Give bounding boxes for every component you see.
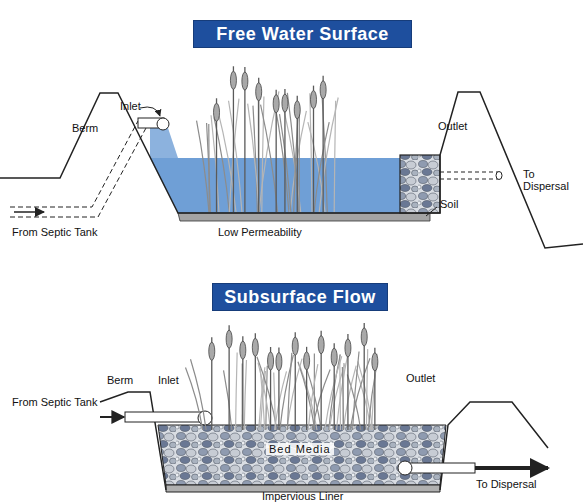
layer-label: Low Permeability bbox=[218, 226, 302, 238]
inflow-water bbox=[150, 128, 178, 158]
cattail-head bbox=[276, 353, 282, 371]
bed-media bbox=[158, 425, 446, 485]
cattail-plants bbox=[197, 66, 339, 212]
media-label: Bed Media bbox=[266, 443, 334, 455]
grass-leaf bbox=[208, 124, 210, 212]
inflow-arrow bbox=[100, 416, 124, 418]
inlet-pipe bbox=[10, 121, 138, 207]
cattail-head bbox=[311, 91, 317, 109]
cattail-head bbox=[372, 353, 378, 371]
cattail-head bbox=[304, 352, 310, 370]
grass-leaf bbox=[257, 357, 277, 430]
top-basin bbox=[0, 66, 583, 248]
berm-label: Berm bbox=[107, 374, 133, 386]
grass-leaf bbox=[261, 105, 278, 212]
grass-leaf bbox=[244, 360, 246, 430]
inlet-label: Inlet bbox=[158, 374, 179, 386]
inlet-pointer bbox=[140, 107, 160, 116]
grass-leaf bbox=[211, 115, 219, 212]
berm-label: Berm bbox=[72, 122, 98, 134]
grass-leaf bbox=[236, 353, 238, 430]
outlet-tee bbox=[398, 461, 412, 475]
grass-leaf bbox=[306, 366, 322, 430]
cattail-head bbox=[240, 341, 246, 359]
grass-leaf bbox=[353, 351, 359, 430]
grass-leaf bbox=[319, 98, 338, 212]
inflow-arrow bbox=[14, 211, 44, 213]
grass-leaf bbox=[299, 111, 300, 212]
layer-label: Impervious Liner bbox=[262, 490, 343, 502]
grass-leaf bbox=[336, 350, 348, 430]
cattail-head bbox=[318, 336, 324, 354]
outlet-pipe bbox=[440, 172, 498, 173]
cattail-head bbox=[268, 352, 274, 370]
grass-leaf bbox=[258, 363, 271, 430]
cattail-head bbox=[230, 71, 236, 89]
cattail-plants bbox=[185, 323, 377, 430]
cattail-head bbox=[331, 348, 337, 366]
outlet-pipe bbox=[440, 179, 498, 180]
cattail-head bbox=[320, 81, 326, 99]
grass-leaf bbox=[207, 123, 211, 212]
grass-leaf bbox=[229, 99, 239, 212]
outlet-gravel bbox=[400, 155, 440, 213]
soil-pointer bbox=[426, 207, 437, 216]
grass-leaf bbox=[314, 122, 329, 212]
outlet-label: Outlet bbox=[406, 372, 435, 384]
cattail-head bbox=[256, 83, 262, 101]
outlet-pipe-end bbox=[496, 172, 502, 180]
cattail-head bbox=[282, 94, 288, 112]
right-berm bbox=[440, 402, 548, 490]
soil-layer bbox=[178, 213, 430, 221]
source-label: From Septic Tank bbox=[12, 226, 97, 238]
grass-leaf bbox=[224, 370, 232, 430]
cattail-head bbox=[345, 339, 351, 357]
dispersal-label: To Dispersal bbox=[523, 168, 578, 192]
grass-leaf bbox=[343, 366, 356, 430]
grass-leaf bbox=[274, 373, 276, 430]
dispersal-label: To Dispersal bbox=[476, 478, 537, 490]
grass-leaf bbox=[366, 349, 367, 430]
grass-leaf bbox=[248, 104, 259, 212]
inlet-label: Inlet bbox=[120, 100, 141, 112]
outflow-arrow bbox=[475, 466, 548, 470]
grass-leaf bbox=[358, 361, 373, 430]
cattail-head bbox=[273, 95, 279, 113]
cattail-head bbox=[209, 342, 215, 360]
title-banner: Free Water Surface bbox=[193, 20, 412, 48]
grass-leaf bbox=[275, 371, 287, 430]
source-label: From Septic Tank bbox=[12, 396, 97, 408]
grass-leaf bbox=[325, 356, 342, 430]
outlet-pipe bbox=[405, 463, 475, 473]
bottom-basin bbox=[100, 323, 548, 492]
cattail-head bbox=[292, 337, 298, 355]
grass-leaf bbox=[310, 93, 312, 212]
cattail-head bbox=[226, 330, 232, 348]
cattail-head bbox=[294, 101, 300, 119]
cattail-head bbox=[252, 338, 258, 356]
inlet-tee bbox=[157, 118, 169, 130]
left-berm bbox=[0, 93, 400, 213]
grass-leaf bbox=[287, 353, 291, 430]
inlet-pipe bbox=[125, 412, 203, 422]
left-berm bbox=[100, 392, 166, 490]
grass-leaf bbox=[290, 111, 306, 212]
inlet-pipe bbox=[10, 128, 146, 217]
grass-leaf bbox=[185, 368, 202, 430]
outlet-label: Outlet bbox=[438, 120, 467, 132]
cattail-head bbox=[214, 103, 220, 121]
grass-leaf bbox=[308, 364, 318, 430]
cattail-head bbox=[361, 328, 367, 346]
grass-leaf bbox=[342, 367, 343, 430]
grass-leaf bbox=[190, 359, 206, 430]
banner-title: Free Water Surface bbox=[216, 24, 388, 45]
right-berm bbox=[400, 92, 583, 248]
title-banner: Subsurface Flow bbox=[212, 283, 388, 311]
cattail-head bbox=[242, 72, 248, 90]
banner-title: Subsurface Flow bbox=[224, 287, 376, 308]
soil-label: Soil bbox=[440, 198, 458, 210]
